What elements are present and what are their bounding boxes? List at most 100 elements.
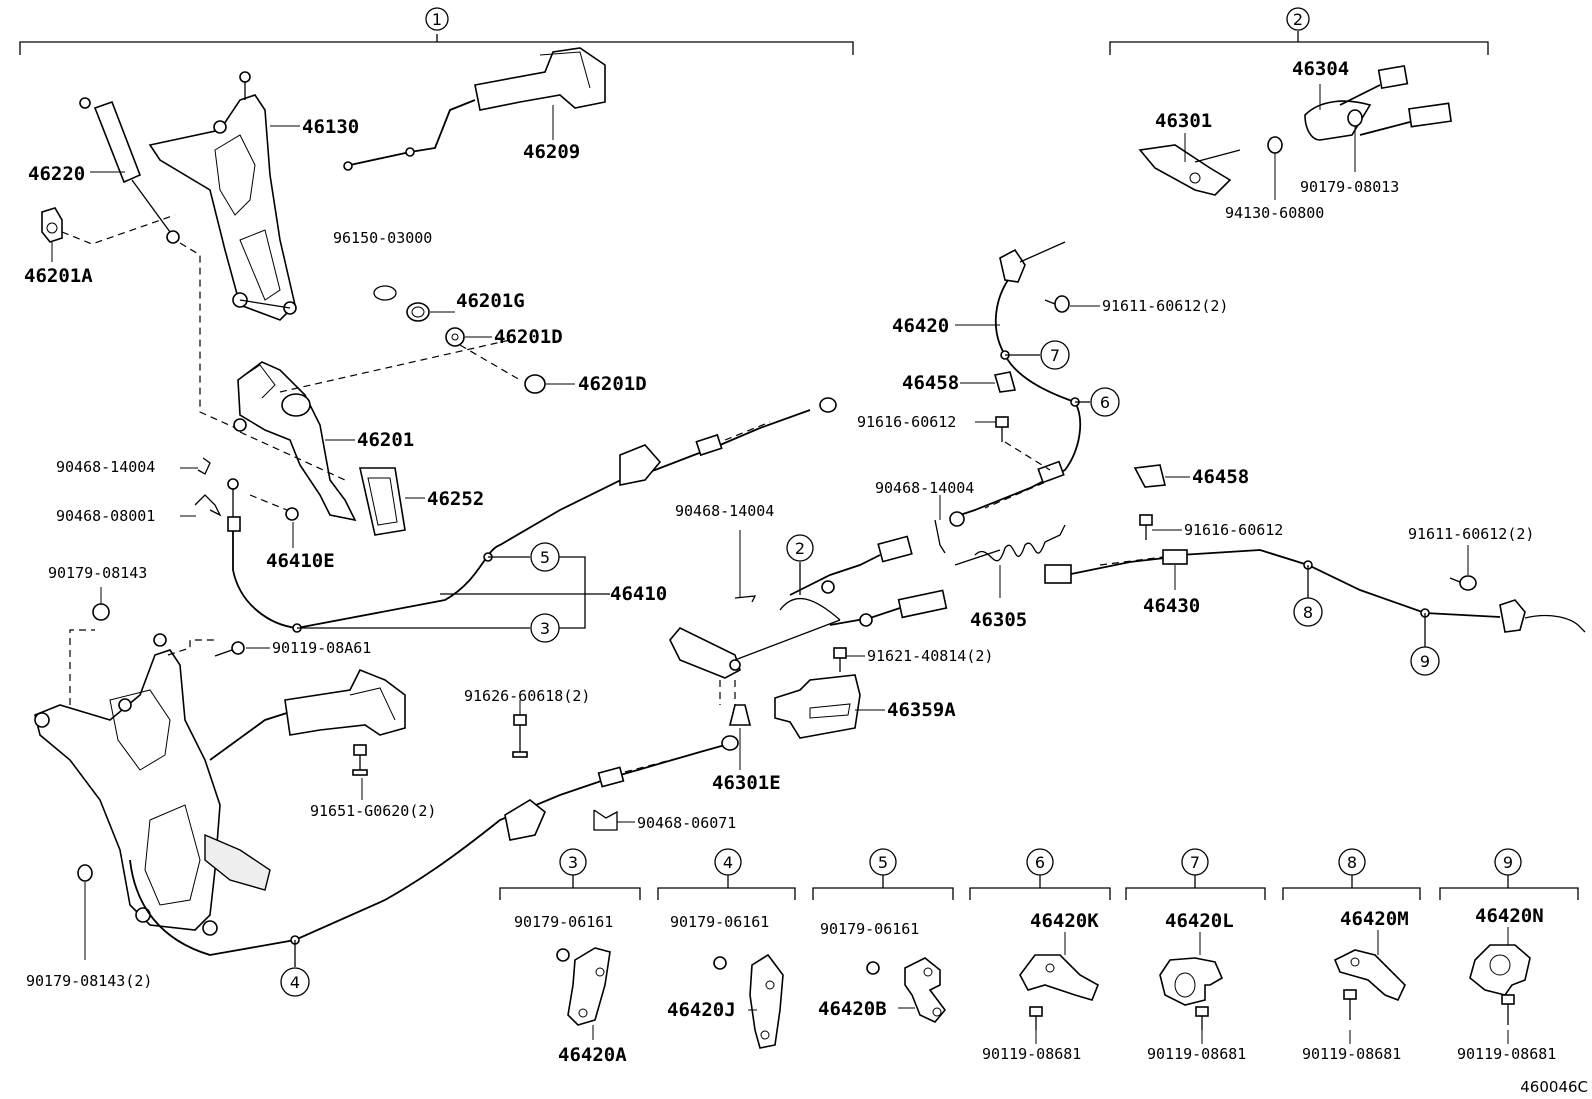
detail-7-part: 46420L bbox=[1165, 910, 1234, 932]
pin-46410E bbox=[249, 494, 299, 521]
lever-46301 bbox=[1138, 144, 1241, 196]
leader-lines bbox=[51, 84, 1469, 960]
bolt-91626 bbox=[512, 714, 528, 758]
detail-5-number: 5 bbox=[878, 853, 888, 872]
label-90468-14004-c: 90468-14004 bbox=[875, 479, 974, 497]
detail-5-screw: 90179-06161 bbox=[820, 920, 919, 938]
snap-ring-96150 bbox=[373, 285, 397, 301]
nut-90179-08143 bbox=[92, 603, 110, 621]
group-1-bracket: 1 bbox=[19, 7, 854, 55]
circle-ref-4: 4 bbox=[290, 973, 300, 992]
bolt-91611-a bbox=[1044, 295, 1070, 313]
clip-90468-14004-c bbox=[934, 519, 946, 554]
label-46304: 46304 bbox=[1292, 58, 1349, 80]
label-91616-60612-b: 91616-60612 bbox=[1184, 521, 1283, 539]
detail-box-7: 7 46420L 90119-08681 bbox=[1125, 848, 1266, 1063]
detail-7-screw: 90119-08681 bbox=[1147, 1045, 1246, 1063]
callout-8: 8 bbox=[1293, 565, 1323, 627]
detail-7-number: 7 bbox=[1190, 853, 1200, 872]
bushing-46201A bbox=[41, 207, 63, 243]
detail-3-screw: 90179-06161 bbox=[514, 913, 613, 931]
clip-46458-b bbox=[1133, 464, 1167, 488]
circle-ref-8: 8 bbox=[1303, 603, 1313, 622]
label-90468-14004-b: 90468-14004 bbox=[675, 502, 774, 520]
detail-box-8: 8 46420M 90119-08681 bbox=[1282, 848, 1421, 1063]
callout-5-3-46410: 5 3 bbox=[297, 542, 610, 643]
bushing-46201D-2 bbox=[524, 374, 546, 394]
detail-4-part: 46420J bbox=[667, 999, 736, 1021]
clip-46458-a bbox=[993, 371, 1017, 393]
label-46201A: 46201A bbox=[24, 265, 93, 287]
circle-ref-2: 2 bbox=[795, 539, 805, 558]
label-91611-60612-b: 91611-60612(2) bbox=[1408, 525, 1534, 543]
label-46130: 46130 bbox=[302, 116, 359, 138]
detail-box-6: 6 46420K 90119-08681 bbox=[969, 848, 1111, 1063]
pedal-arm-46201 bbox=[233, 361, 357, 522]
label-46430: 46430 bbox=[1143, 595, 1200, 617]
pin-46301E bbox=[728, 704, 752, 726]
label-46252: 46252 bbox=[427, 488, 484, 510]
label-46201: 46201 bbox=[357, 429, 414, 451]
label-46305: 46305 bbox=[970, 609, 1027, 631]
label-46410E: 46410E bbox=[266, 550, 335, 572]
label-46209: 46209 bbox=[523, 141, 580, 163]
part-labels: 46130 46209 46220 46201A 96150-03000 462… bbox=[24, 58, 1534, 990]
clip-90468-14004-b bbox=[734, 595, 757, 603]
equalizer-assembly bbox=[669, 535, 948, 679]
label-91626-60618: 91626-60618(2) bbox=[464, 687, 590, 705]
nut-94130 bbox=[1267, 136, 1283, 154]
circle-ref-3: 3 bbox=[540, 619, 550, 638]
detail-box-9: 9 46420N 90119-08681 bbox=[1439, 848, 1579, 1063]
spring-46305 bbox=[954, 524, 1066, 566]
detail-9-part: 46420N bbox=[1475, 905, 1544, 927]
label-90468-08001: 90468-08001 bbox=[56, 507, 155, 525]
detail-3-part: 46420A bbox=[558, 1044, 627, 1066]
pedal-pad-46252 bbox=[359, 467, 406, 536]
label-46201G: 46201G bbox=[456, 290, 525, 312]
label-46359A: 46359A bbox=[887, 699, 956, 721]
label-90179-08143-2: 90179-08143(2) bbox=[26, 972, 152, 990]
detail-8-screw: 90119-08681 bbox=[1302, 1045, 1401, 1063]
label-90179-08013: 90179-08013 bbox=[1300, 178, 1399, 196]
label-90179-08143: 90179-08143 bbox=[48, 564, 147, 582]
label-46410: 46410 bbox=[610, 583, 667, 605]
bolt-91611-b bbox=[1449, 575, 1477, 591]
bolt-90119-08A61 bbox=[214, 641, 245, 657]
label-94130-60800: 94130-60800 bbox=[1225, 204, 1324, 222]
label-90468-06071: 90468-06071 bbox=[637, 814, 736, 832]
detail-6-number: 6 bbox=[1035, 853, 1045, 872]
label-46201D-1: 46201D bbox=[494, 326, 563, 348]
detail-4-screw: 90179-06161 bbox=[670, 913, 769, 931]
label-91621-40814: 91621-40814(2) bbox=[867, 647, 993, 665]
pedal-bracket-upper bbox=[148, 71, 297, 321]
equalizer-46304 bbox=[1304, 64, 1452, 141]
detail-8-part: 46420M bbox=[1340, 908, 1409, 930]
circle-ref-6: 6 bbox=[1100, 393, 1110, 412]
label-46420: 46420 bbox=[892, 315, 949, 337]
detail-9-screw: 90119-08681 bbox=[1457, 1045, 1556, 1063]
bolt-91616-b bbox=[1139, 514, 1153, 540]
cable-46430 bbox=[1044, 549, 1586, 633]
bolt-91621 bbox=[833, 647, 847, 672]
bracket-46359A bbox=[774, 674, 861, 739]
circle-ref-9: 9 bbox=[1420, 652, 1430, 671]
diagram-code: 460046C bbox=[1520, 1078, 1588, 1096]
callout-4: 4 bbox=[280, 940, 310, 997]
damper-46220 bbox=[79, 97, 180, 244]
detail-6-screw: 90119-08681 bbox=[982, 1045, 1081, 1063]
group-1-number: 1 bbox=[432, 10, 442, 29]
callout-6: 6 bbox=[1075, 387, 1120, 417]
detail-box-3: 3 90179-06161 46420A bbox=[499, 848, 641, 1066]
bushing-46201D-1 bbox=[445, 327, 465, 347]
callout-9: 9 bbox=[1410, 613, 1440, 676]
cable-46209 bbox=[343, 47, 606, 171]
clip-90468-14004-a bbox=[197, 457, 211, 475]
callout-7: 7 bbox=[1005, 340, 1070, 370]
nut-90179-08143-2 bbox=[77, 864, 93, 882]
label-46301E: 46301E bbox=[712, 772, 781, 794]
label-91616-60612-a: 91616-60612 bbox=[857, 413, 956, 431]
clip-90468-06071 bbox=[593, 809, 618, 831]
cable-lower bbox=[129, 735, 739, 956]
